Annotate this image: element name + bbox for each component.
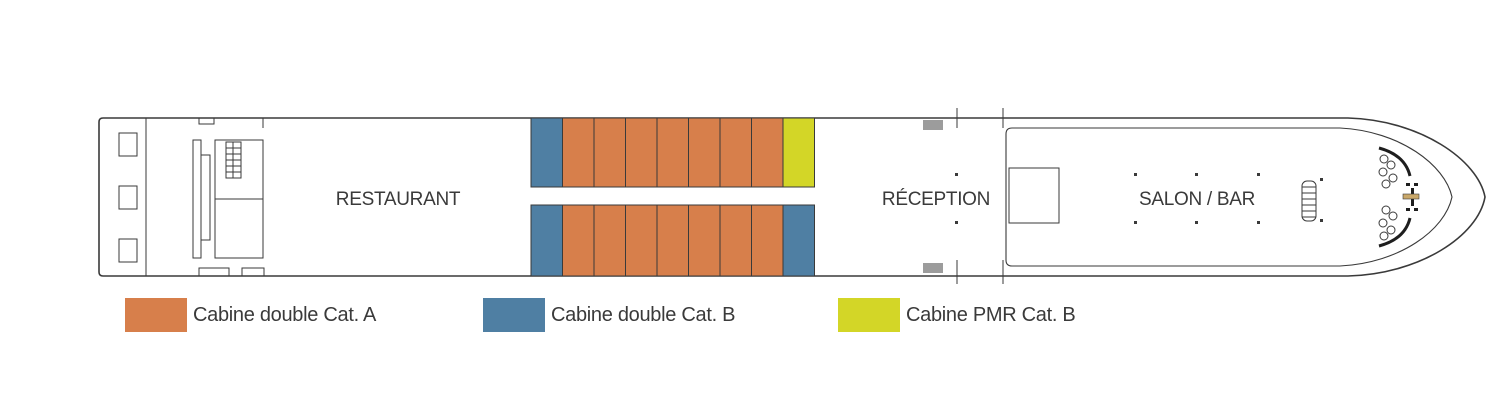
bow-seating-icon: [1378, 146, 1420, 248]
cabin-bottom-3-cat-a: [593, 204, 626, 277]
legend-label-pmr: Cabine PMR Cat. B: [906, 303, 1076, 326]
gangway-top: [923, 117, 957, 130]
cabin-bottom-9-cat-b: [782, 204, 815, 277]
cabin-top-1-cat-b: [530, 117, 563, 188]
restaurant-label: RESTAURANT: [336, 189, 461, 210]
cabin-bottom-2-cat-a: [562, 204, 595, 277]
legend-swatch-cat-b: [483, 298, 545, 332]
cabin-bottom-1-cat-b: [530, 204, 563, 277]
reception-label: RÉCEPTION: [882, 189, 990, 210]
legend-label-cat-a: Cabine double Cat. A: [193, 303, 377, 326]
cabin-top-7-cat-a: [719, 117, 752, 188]
cabin-top-8-cat-a: [751, 117, 784, 188]
stairs-block: [192, 117, 265, 277]
spiral-staircase-icon: [1301, 180, 1317, 222]
salon-bar-label: SALON / BAR: [1139, 189, 1255, 210]
legend-pmr: Cabine PMR Cat. B: [838, 298, 1076, 332]
cabin-bottom-7-cat-a: [719, 204, 752, 277]
legend-swatch-pmr: [838, 298, 900, 332]
cabin-bottom-4-cat-a: [625, 204, 658, 277]
column-markers: [955, 173, 1323, 224]
legend-swatch-cat-a: [125, 298, 187, 332]
cabin-top-3-cat-a: [593, 117, 626, 188]
cabin-row-top: [530, 117, 815, 188]
cabin-row-bottom: [530, 204, 815, 277]
legend-cat-a: Cabine double Cat. A: [125, 298, 376, 332]
stern-window-3: [118, 238, 138, 263]
cabin-bottom-8-cat-a: [751, 204, 784, 277]
cabin-top-9-pmr: [782, 117, 815, 188]
stern-window-1: [118, 132, 138, 157]
reception-area: [956, 108, 1060, 284]
deck-plan: RESTAURANT RÉCEPTION SALON / BAR: [98, 108, 1486, 284]
cabin-bottom-5-cat-a: [656, 204, 689, 277]
cabin-top-2-cat-a: [562, 117, 595, 188]
cabin-bottom-6-cat-a: [688, 204, 721, 277]
cabin-top-6-cat-a: [688, 117, 721, 188]
stern-window-2: [118, 185, 138, 210]
cabin-top-5-cat-a: [656, 117, 689, 188]
legend-label-cat-b: Cabine double Cat. B: [551, 303, 736, 326]
hull-outline: [98, 117, 1486, 277]
cabin-top-4-cat-a: [625, 117, 658, 188]
salon-outline: [1005, 127, 1453, 267]
legend-cat-b: Cabine double Cat. B: [483, 298, 735, 332]
gangway-bottom: [923, 263, 957, 277]
